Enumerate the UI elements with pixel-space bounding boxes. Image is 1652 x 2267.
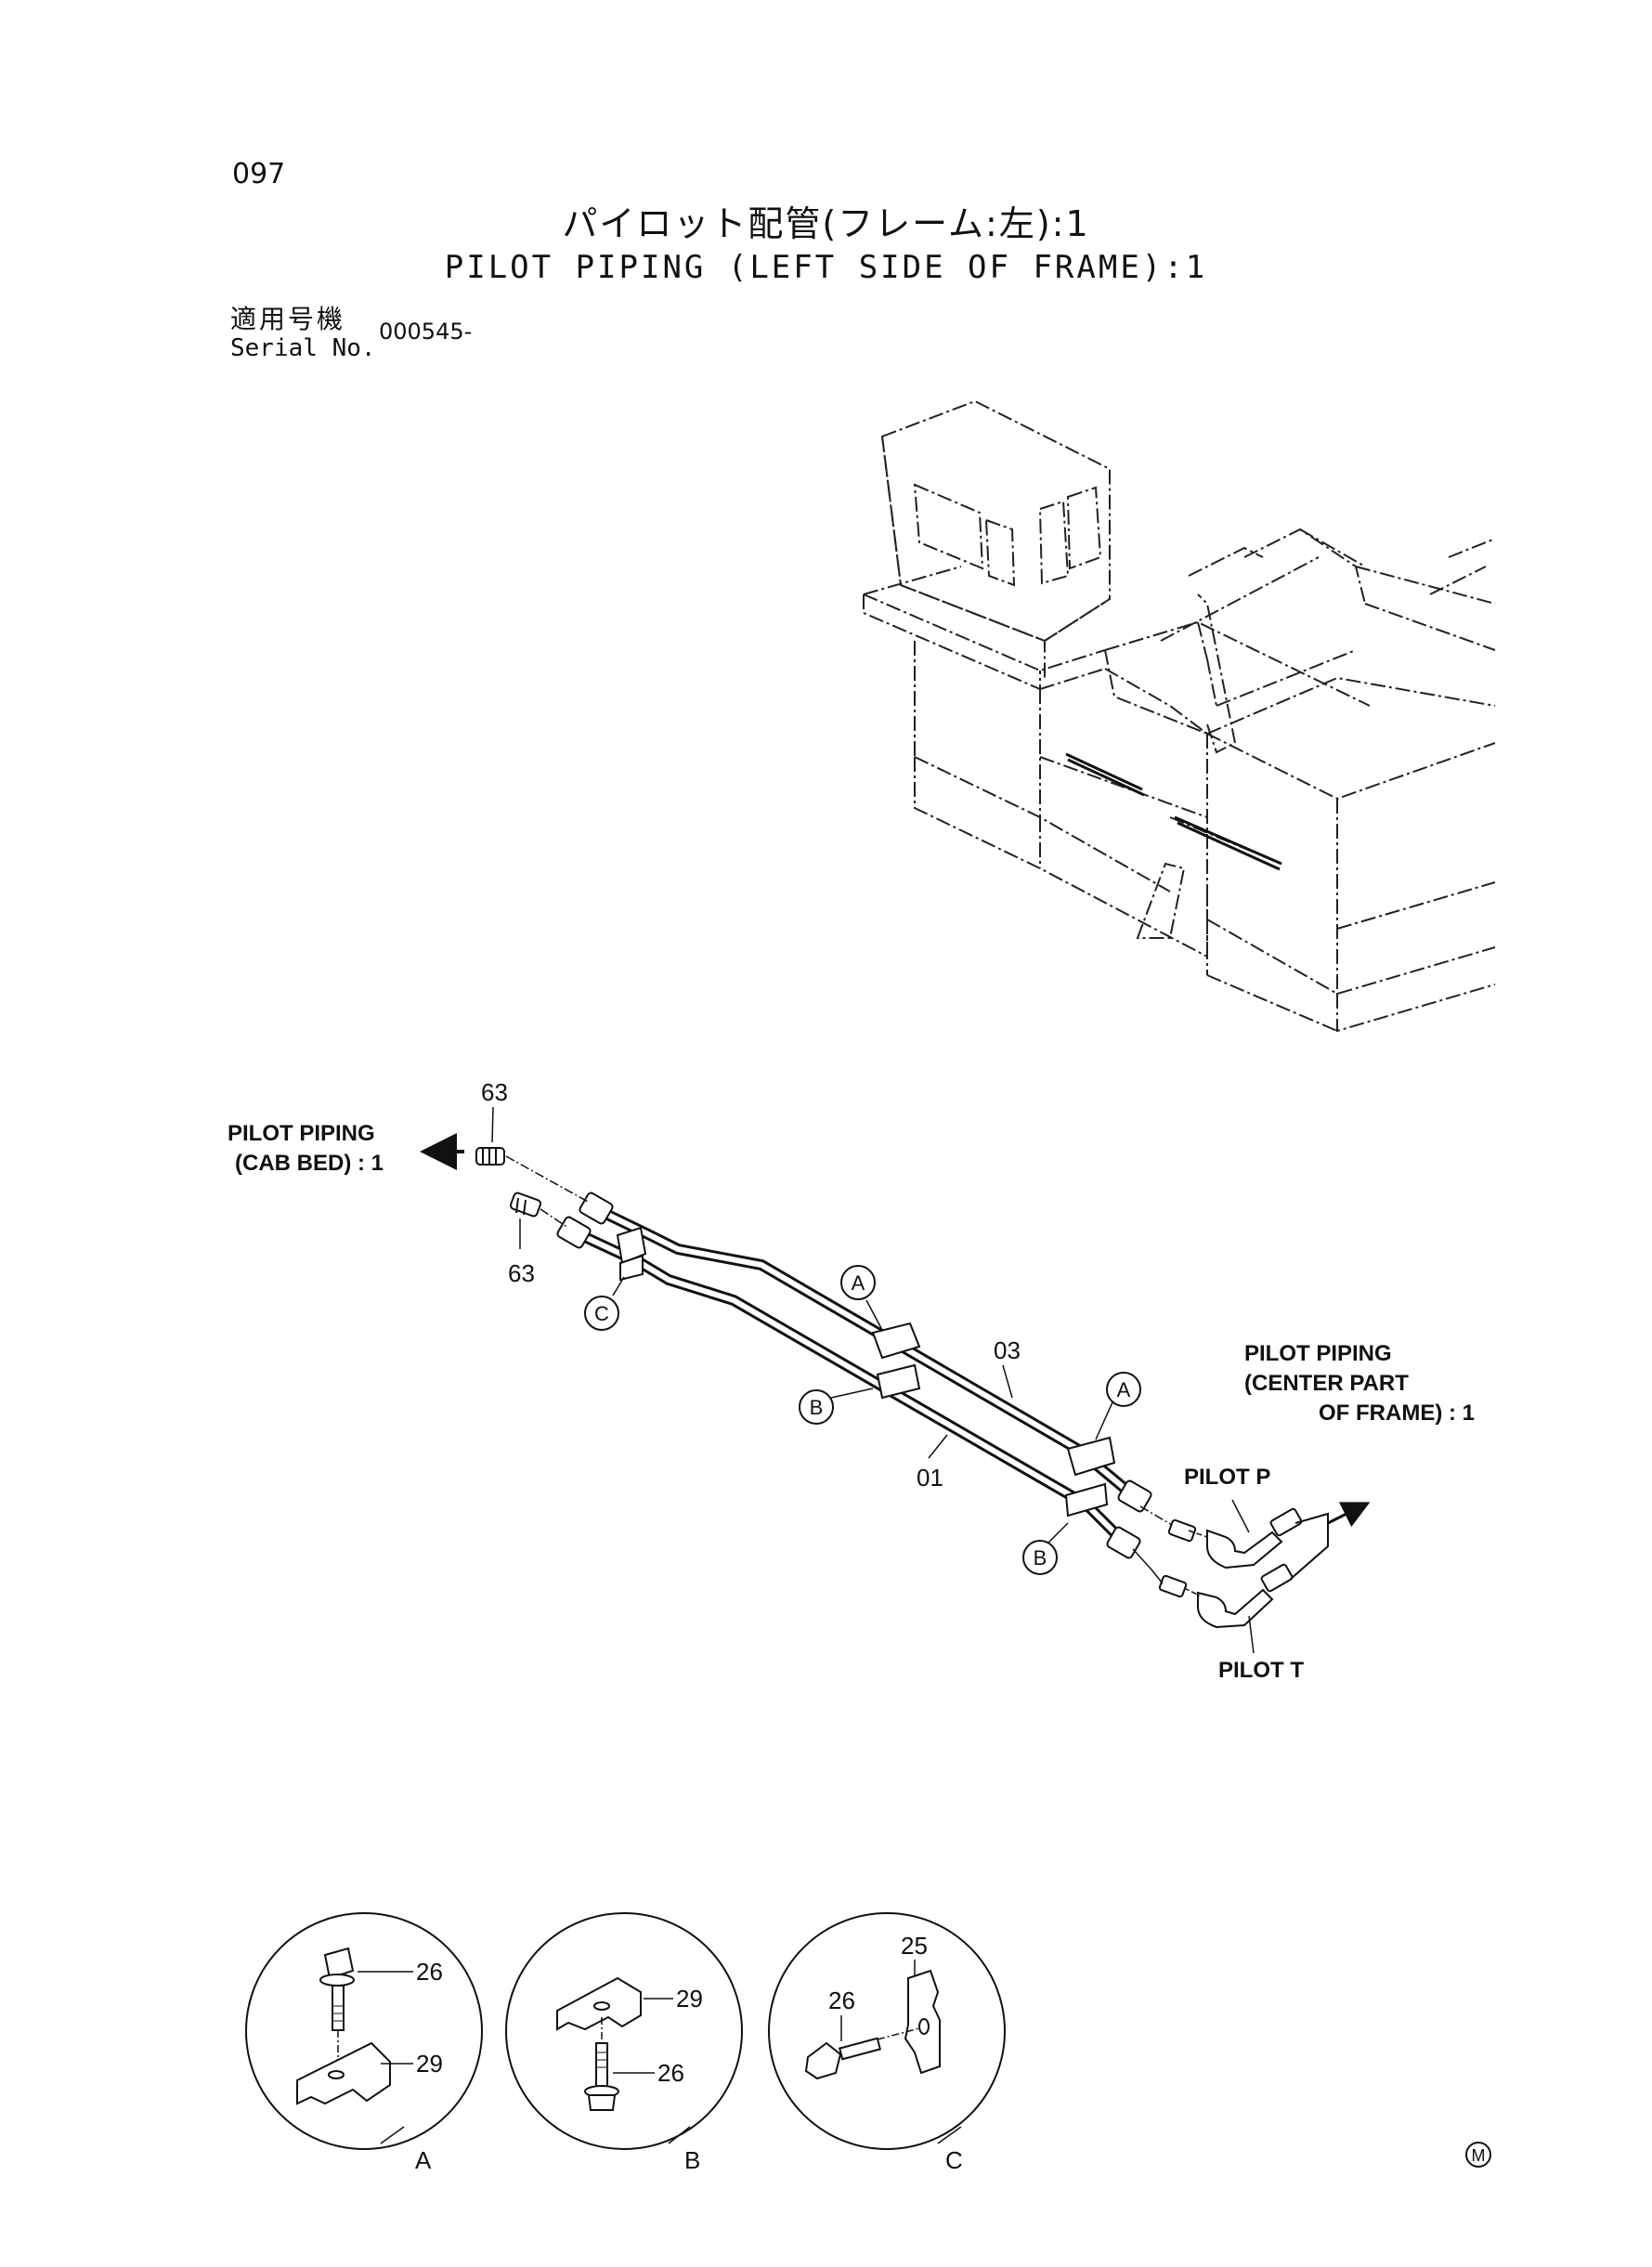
pipe-assembly <box>420 1133 1371 1629</box>
clamp-c <box>616 1226 647 1282</box>
footer-mark-circle <box>1465 2142 1491 2168</box>
callout-center-line1: PILOT PIPING <box>1244 1341 1392 1366</box>
marker-a-label: A <box>852 1271 865 1295</box>
fitting-right-lower <box>1158 1563 1294 1629</box>
marker-b-label: B <box>1034 1546 1047 1570</box>
page-title-english: PILOT PIPING (LEFT SIDE OF FRAME):1 <box>444 249 1208 286</box>
machine-overview-illustration <box>863 399 1496 1033</box>
part-number-29: 29 <box>676 1985 703 2013</box>
detail-label-b: B <box>684 2146 700 2174</box>
detail-view-a: 26 29 A <box>245 1912 483 2174</box>
leader-lines <box>491 1106 1255 1654</box>
callout-center-line3: OF FRAME) : 1 <box>1319 1401 1475 1426</box>
arrow-to-center-part <box>1327 1502 1371 1528</box>
serial-label-japanese: 適用号機 <box>230 304 346 334</box>
marker-c-label: C <box>594 1302 609 1325</box>
callout-cab-bed-line2: (CAB BED) : 1 <box>235 1151 384 1176</box>
part-number-29: 29 <box>416 2050 443 2078</box>
clamp-a-right <box>1066 1436 1116 1477</box>
part-number-63: 63 <box>481 1078 508 1106</box>
callout-pilot-t: PILOT T <box>1218 1658 1304 1683</box>
frame-pipe-rail <box>1065 752 1282 871</box>
clamp-b-right <box>1064 1482 1109 1518</box>
fitting-right-upper <box>1167 1507 1303 1570</box>
part-number-63: 63 <box>508 1259 535 1287</box>
detail-label-a: A <box>415 2146 432 2174</box>
part-number-26: 26 <box>416 1958 443 1986</box>
part-number-01: 01 <box>917 1464 943 1492</box>
clamp-b-left <box>876 1363 921 1400</box>
pipe-03 <box>587 1202 1138 1501</box>
marker-b-circle-left <box>799 1389 834 1425</box>
callout-center-line2: (CENTER PART <box>1244 1371 1409 1396</box>
part-number-26: 26 <box>657 2059 684 2087</box>
detail-view-c: 25 26 C <box>768 1912 1006 2174</box>
part-number-25: 25 <box>901 1932 928 1960</box>
part-number-26: 26 <box>828 1987 855 2014</box>
fitting-63-top <box>475 1147 505 1166</box>
serial-label-english: Serial No. <box>230 334 376 362</box>
footer-mark: M <box>1472 2146 1486 2165</box>
part-number-03: 03 <box>994 1336 1021 1364</box>
detail-label-c: C <box>945 2146 963 2174</box>
marker-a-label: A <box>1117 1378 1131 1401</box>
marker-a-circle-left <box>840 1265 876 1300</box>
page-number: 097 <box>232 158 286 190</box>
marker-b-label: B <box>810 1396 824 1419</box>
marker-a-circle-right <box>1106 1372 1141 1407</box>
clamp-a-left <box>871 1322 921 1360</box>
page-title-japanese: パイロット配管(フレーム:左):1 <box>562 203 1090 244</box>
callout-cab-bed-line1: PILOT PIPING <box>228 1121 375 1146</box>
detail-view-b: 29 26 B <box>505 1912 743 2174</box>
marker-b-circle-right <box>1022 1540 1058 1575</box>
fitting-63-bottom <box>509 1192 542 1218</box>
marker-c-circle <box>584 1296 619 1331</box>
serial-number-value: 000545- <box>379 319 473 345</box>
callout-pilot-p: PILOT P <box>1184 1465 1270 1490</box>
